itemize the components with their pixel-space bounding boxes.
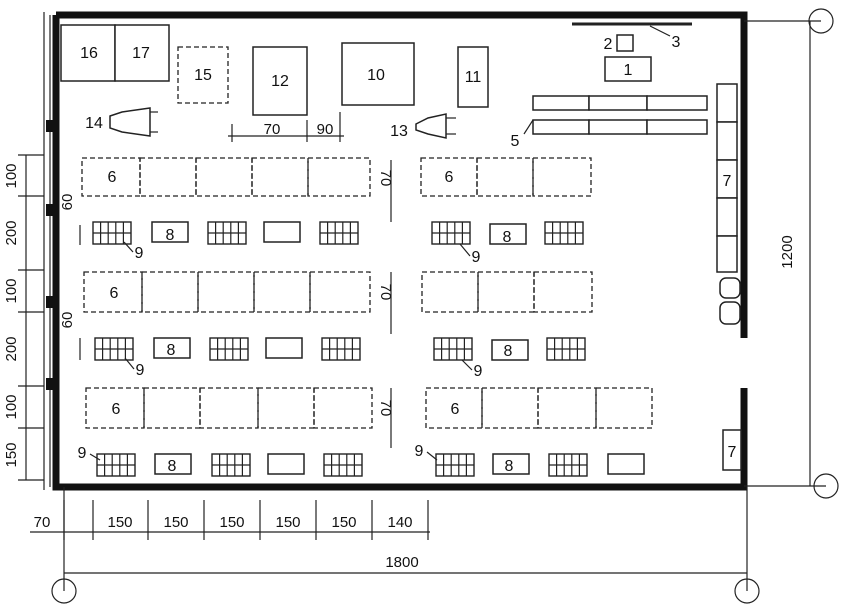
equipment-12 xyxy=(252,46,308,116)
equipment-17 xyxy=(114,24,170,82)
dim-100-a: 100 xyxy=(3,163,20,188)
dim-150-a: 150 xyxy=(107,514,132,531)
outer-wall xyxy=(52,11,748,491)
label-8-r3b: 8 xyxy=(505,458,514,475)
equipment-7-bottom xyxy=(722,429,742,471)
label-16: 16 xyxy=(80,45,98,62)
leader-9 xyxy=(459,243,471,257)
window-mark xyxy=(46,120,54,132)
label-9-r1a: 9 xyxy=(135,245,144,262)
label-8-r2b: 8 xyxy=(504,343,513,360)
label-6-r1r: 6 xyxy=(445,169,454,186)
equipment-11 xyxy=(457,46,489,108)
dim-1200: 1200 xyxy=(779,235,796,268)
dim-100-b: 100 xyxy=(3,278,20,303)
machine-box xyxy=(263,221,301,243)
label-9-r3b: 9 xyxy=(415,443,424,460)
label-8-r1b: 8 xyxy=(503,229,512,246)
leader-9 xyxy=(123,241,134,253)
window-mark xyxy=(46,204,54,216)
label-15: 15 xyxy=(194,67,212,84)
machine-box xyxy=(267,453,305,475)
dim-200-a: 200 xyxy=(3,220,20,245)
label-7-right: 7 xyxy=(723,173,732,190)
label-8-r1a: 8 xyxy=(166,227,175,244)
label-2: 2 xyxy=(604,36,613,53)
dim-chain-ticks xyxy=(63,500,429,540)
equipment-7-column xyxy=(716,83,741,325)
bench-row-3-left xyxy=(85,387,373,429)
equipment-1 xyxy=(604,56,652,82)
leader-9 xyxy=(124,357,135,370)
label-11: 11 xyxy=(465,69,482,86)
label-13: 13 xyxy=(390,123,408,140)
dim-70-r1: 70 xyxy=(377,170,394,187)
label-10: 10 xyxy=(367,67,385,84)
dim-100-c: 100 xyxy=(3,394,20,419)
dim-70-bottom: 70 xyxy=(34,514,51,531)
machine-rows xyxy=(92,221,645,477)
dim-150-d: 150 xyxy=(275,514,300,531)
machine-8 xyxy=(153,337,191,359)
equipment-13 xyxy=(415,113,447,139)
label-6-r3l: 6 xyxy=(112,401,121,418)
window-mark xyxy=(46,296,54,308)
bench-row-2-right xyxy=(421,271,593,313)
machine-8 xyxy=(154,453,192,475)
dim-70-top: 70 xyxy=(264,121,281,138)
bench-row-1-right xyxy=(420,157,592,197)
dim-150-b: 150 xyxy=(163,514,188,531)
bench-row-2-left xyxy=(83,271,371,313)
dim-70-r2: 70 xyxy=(377,284,394,301)
machine-8 xyxy=(151,221,189,243)
equipment-2 xyxy=(616,34,634,52)
dim-140: 140 xyxy=(387,514,412,531)
leader-9 xyxy=(461,359,473,371)
machine-8 xyxy=(491,339,529,361)
equipment-10 xyxy=(341,42,415,106)
label-9-r2a: 9 xyxy=(136,362,145,379)
machine-8 xyxy=(489,223,527,245)
equipment-5 xyxy=(532,95,708,135)
label-9-r1b: 9 xyxy=(472,249,481,266)
dim-1800: 1800 xyxy=(385,554,418,571)
machine-box xyxy=(607,453,645,475)
bench-row-1-left xyxy=(81,157,371,197)
leader-9 xyxy=(89,453,101,461)
label-14: 14 xyxy=(85,115,103,132)
dim-150-e: 150 xyxy=(331,514,356,531)
label-17: 17 xyxy=(132,45,150,62)
dim-60-b: 60 xyxy=(59,312,76,329)
leader-3 xyxy=(649,25,671,37)
label-6-r2l: 6 xyxy=(110,285,119,302)
dim-150-c: 150 xyxy=(219,514,244,531)
dim-90-top: 90 xyxy=(317,121,334,138)
label-12: 12 xyxy=(271,73,289,90)
equipment-15 xyxy=(177,46,229,104)
leader-5 xyxy=(523,119,534,135)
label-6-r1l: 6 xyxy=(108,169,117,186)
label-7-bottom: 7 xyxy=(728,444,737,461)
label-3: 3 xyxy=(672,34,681,51)
label-1: 1 xyxy=(624,62,633,79)
label-9-r3a: 9 xyxy=(78,445,87,462)
window-mark xyxy=(46,378,54,390)
leader-9 xyxy=(426,451,438,461)
dim-chain-left-ticks xyxy=(18,154,44,481)
dim-70-r3: 70 xyxy=(377,400,394,417)
dim-150-left: 150 xyxy=(3,442,20,467)
dim-60-a: 60 xyxy=(59,194,76,211)
label-9-r2b: 9 xyxy=(474,363,483,380)
equipment-14 xyxy=(109,107,151,137)
machine-box xyxy=(265,337,303,359)
label-8-r2a: 8 xyxy=(167,342,176,359)
machine-8 xyxy=(492,453,530,475)
label-6-r3r: 6 xyxy=(451,401,460,418)
label-8-r3a: 8 xyxy=(168,458,177,475)
label-5: 5 xyxy=(511,133,520,150)
bench-row-3-right xyxy=(425,387,653,429)
dim-200-b: 200 xyxy=(3,336,20,361)
